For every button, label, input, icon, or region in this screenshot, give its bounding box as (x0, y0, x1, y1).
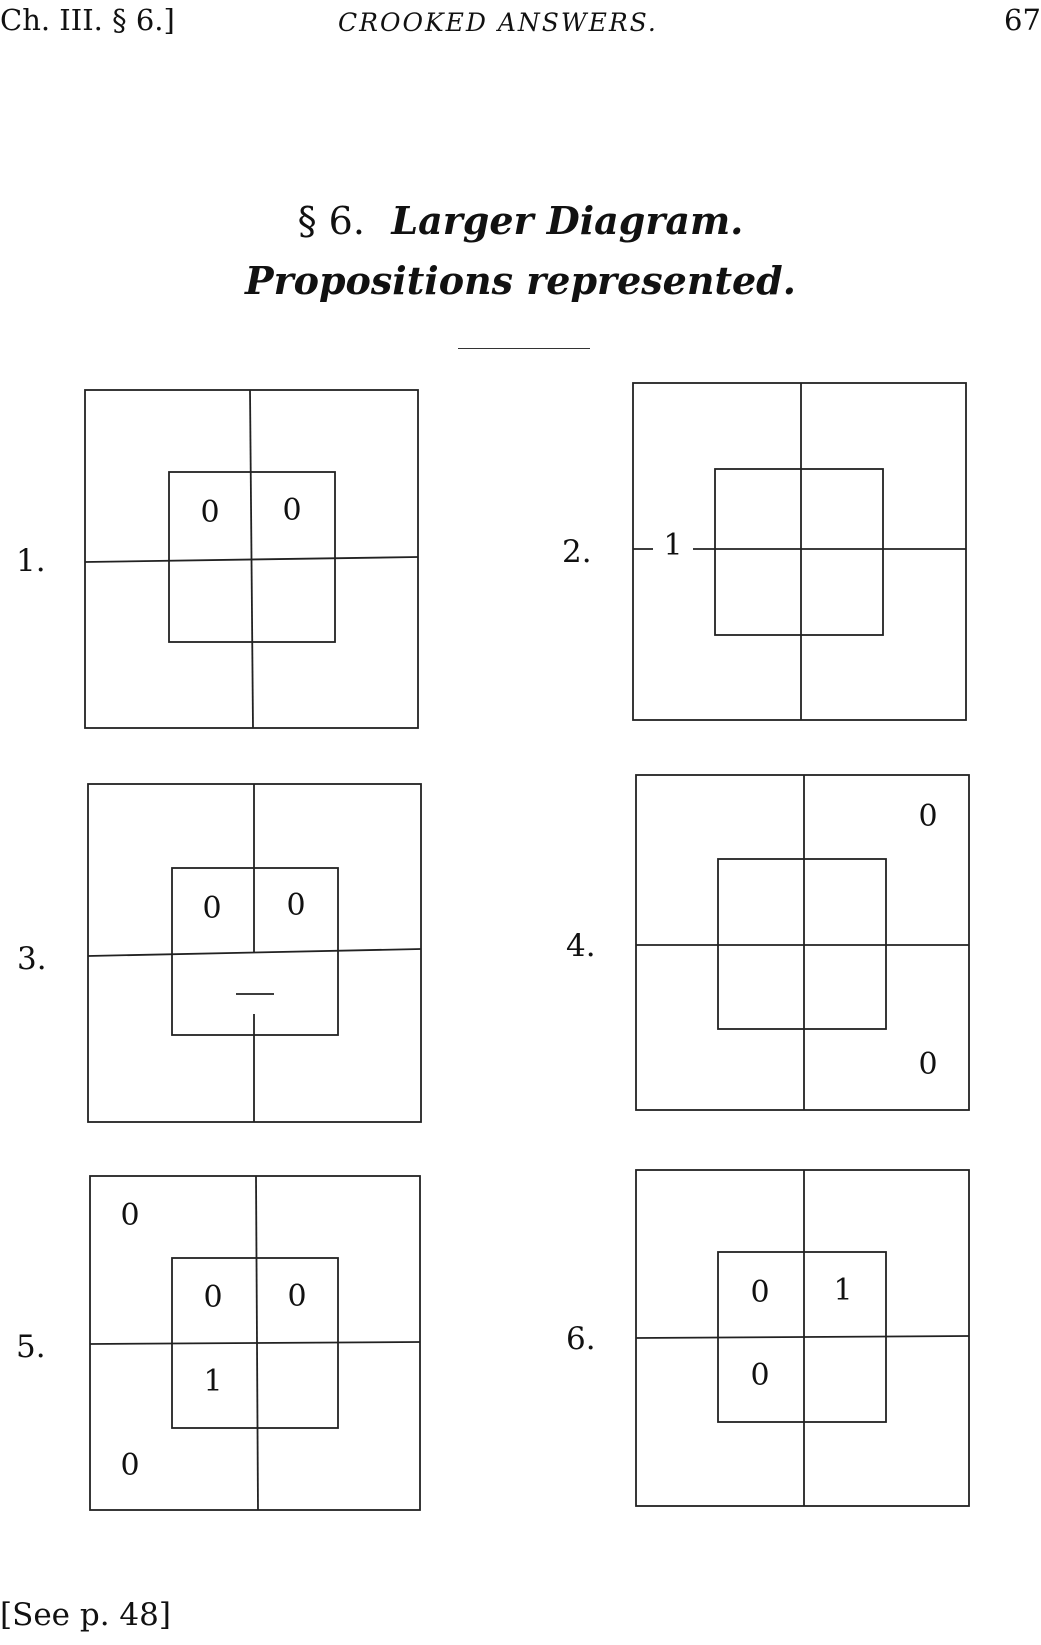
diagram-3-inner-tl: 0 (202, 891, 222, 926)
diagram-4-outer-br: 0 (918, 1047, 938, 1082)
diagram-3-label: 3. (17, 941, 47, 977)
diagram-5-outer-tl: 0 (120, 1198, 140, 1233)
section-title: § 6. Larger Diagram. (0, 199, 1041, 243)
diagram-5-label: 5. (16, 1329, 46, 1365)
diagram-3-lines (87, 783, 422, 1123)
diagram-3: 0 0 (87, 783, 433, 1129)
running-head-title: CROOKED ANSWERS. (338, 8, 658, 37)
diagram-5-outer-bl: 0 (120, 1448, 140, 1483)
diagram-2-lines (632, 382, 967, 721)
diagram-6-inner-tl: 0 (750, 1275, 770, 1310)
diagram-5-inner-bl: 1 (203, 1364, 223, 1399)
diagram-4: 0 0 (635, 774, 981, 1120)
diagram-5: 0 0 0 1 0 (89, 1175, 435, 1521)
diagram-5-lines (89, 1175, 421, 1511)
page-number: 67 (1004, 3, 1041, 37)
diagram-6-lines (635, 1169, 970, 1507)
diagram-4-lines (635, 774, 970, 1111)
section-title-line1: Larger Diagram. (391, 198, 744, 243)
diagram-1-inner-tl: 0 (200, 495, 220, 530)
diagram-6: 0 1 0 (635, 1169, 981, 1515)
diagram-1-lines (84, 389, 419, 729)
diagram-6-inner-tr: 1 (833, 1273, 853, 1308)
running-head-left: Ch. III. § 6.] (0, 3, 175, 37)
diagram-5-inner-tl: 0 (203, 1280, 223, 1315)
diagram-5-inner-tr: 0 (287, 1279, 307, 1314)
diagram-2: 1 (632, 382, 978, 728)
diagram-1-inner-tr: 0 (282, 493, 302, 528)
diagram-2-label: 2. (562, 534, 592, 570)
title-rule (458, 348, 590, 349)
diagram-4-label: 4. (566, 928, 596, 964)
section-number: § 6. (297, 199, 365, 243)
diagram-4-outer-tr: 0 (918, 799, 938, 834)
diagram-6-inner-bl: 0 (750, 1358, 770, 1393)
diagram-3-inner-tr: 0 (286, 888, 306, 923)
diagram-1: 0 0 (84, 389, 430, 735)
page-reference: [See p. 48] (0, 1597, 171, 1633)
diagram-2-left-mid: 1 (663, 528, 683, 563)
section-subtitle: Propositions represented. (245, 258, 796, 303)
diagram-1-label: 1. (16, 543, 46, 579)
diagram-6-label: 6. (566, 1321, 596, 1357)
